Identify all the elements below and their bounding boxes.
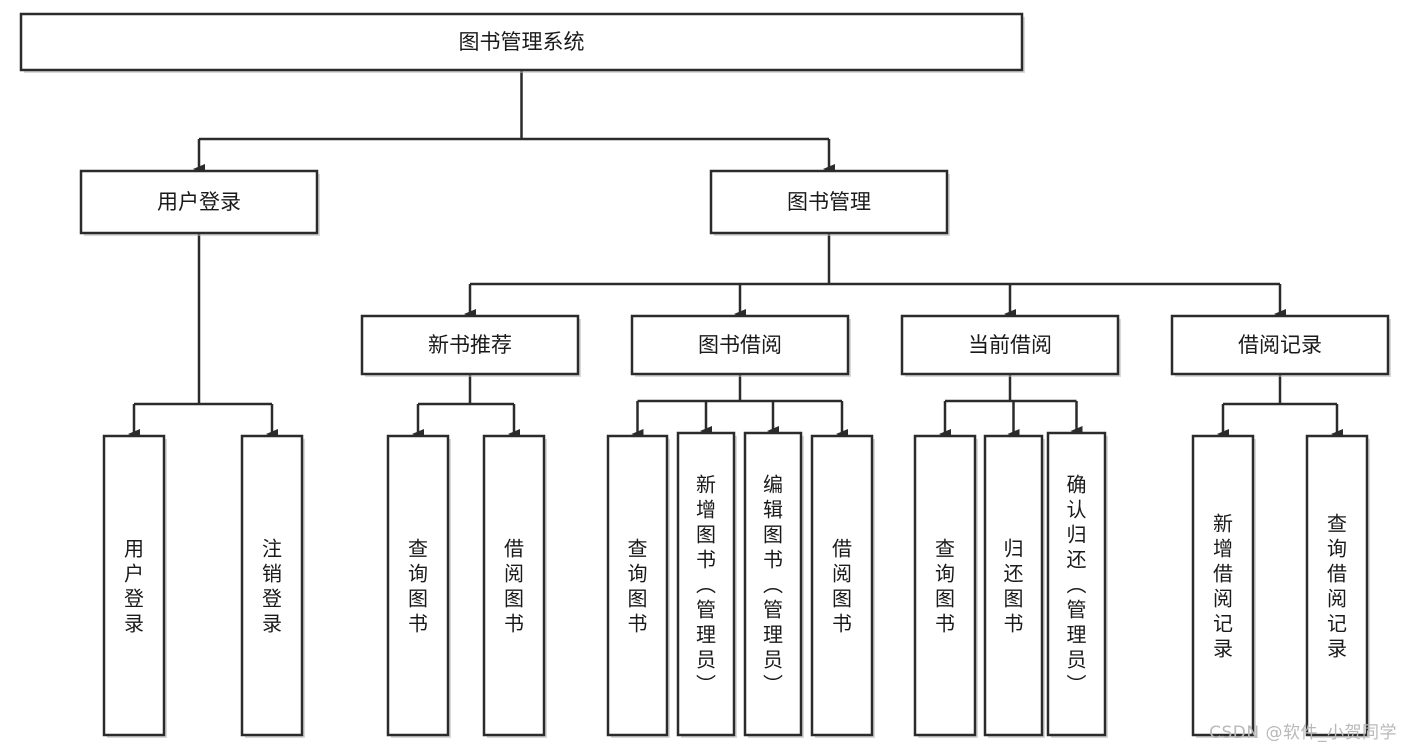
node-user-login[interactable]: 用户登录 xyxy=(79,169,320,236)
node-box[interactable] xyxy=(1191,434,1255,737)
node-book-borrow[interactable]: 图书借阅 xyxy=(630,314,851,377)
node-leaf-edit-book[interactable]: 编辑图书︵管理员︶ xyxy=(743,431,804,738)
node-leaf-add-book[interactable]: 新增图书︵管理员︶ xyxy=(676,431,737,738)
node-label: 用户登录 xyxy=(124,537,144,636)
node-box[interactable] xyxy=(1170,314,1390,376)
node-leaf-borrow-1[interactable]: 借阅图书 xyxy=(482,434,547,738)
watermark-label: CSDN @软件_小贺同学 xyxy=(1209,723,1397,743)
node-label: 确认归还︵管理员︶ xyxy=(1067,473,1087,697)
node-label: 归还图书 xyxy=(1004,537,1024,636)
node-leaf-query-rec[interactable]: 查询借阅记录 xyxy=(1305,434,1370,738)
node-label: 注销登录 xyxy=(262,537,282,636)
node-leaf-query-1[interactable]: 查询图书 xyxy=(386,434,451,738)
node-label: 查询借阅记录 xyxy=(1327,512,1347,661)
node-box[interactable] xyxy=(810,434,874,737)
node-box[interactable] xyxy=(983,434,1044,737)
node-box[interactable] xyxy=(102,434,166,737)
node-label: 当前借阅 xyxy=(968,333,1052,357)
node-current-borrow[interactable]: 当前借阅 xyxy=(900,314,1121,377)
node-box[interactable] xyxy=(1305,434,1369,737)
node-leaf-query-3[interactable]: 查询图书 xyxy=(913,434,978,738)
node-leaf-query-2[interactable]: 查询图书 xyxy=(606,434,670,738)
node-label: 图书借阅 xyxy=(698,333,782,357)
node-label: 查询图书 xyxy=(408,537,428,636)
node-new-book-rec[interactable]: 新书推荐 xyxy=(360,314,581,377)
node-box[interactable] xyxy=(913,434,977,737)
node-label: 查询图书 xyxy=(935,537,955,636)
node-leaf-add-rec[interactable]: 新增借阅记录 xyxy=(1191,434,1256,738)
node-box[interactable] xyxy=(1046,431,1107,737)
node-root[interactable]: 图书管理系统 xyxy=(19,12,1025,73)
node-label: 编辑图书︵管理员︶ xyxy=(763,473,783,697)
connector-lines xyxy=(128,70,1343,439)
node-leaf-confirm[interactable]: 确认归还︵管理员︶ xyxy=(1046,431,1108,738)
node-box[interactable] xyxy=(19,12,1024,72)
node-box[interactable] xyxy=(630,314,850,376)
node-leaf-login[interactable]: 用户登录 xyxy=(102,434,167,738)
node-box[interactable] xyxy=(900,314,1120,376)
node-label: 图书管理系统 xyxy=(459,30,585,54)
node-leaf-return[interactable]: 归还图书 xyxy=(983,434,1045,738)
node-label: 用户登录 xyxy=(157,190,241,214)
node-box[interactable] xyxy=(743,431,803,737)
node-box[interactable] xyxy=(676,431,736,737)
node-boxes: 图书管理系统用户登录图书管理新书推荐图书借阅当前借阅借阅记录用户登录注销登录查询… xyxy=(19,12,1391,738)
node-box[interactable] xyxy=(482,434,546,737)
node-label: 查询图书 xyxy=(628,537,648,636)
node-box[interactable] xyxy=(606,434,669,737)
node-leaf-logout[interactable]: 注销登录 xyxy=(240,434,305,738)
node-box[interactable] xyxy=(240,434,304,737)
node-label: 图书管理 xyxy=(787,190,871,214)
node-box[interactable] xyxy=(360,314,580,376)
node-label: 新增借阅记录 xyxy=(1213,512,1233,661)
node-book-manage[interactable]: 图书管理 xyxy=(709,169,950,236)
node-box[interactable] xyxy=(79,169,319,235)
node-borrow-record[interactable]: 借阅记录 xyxy=(1170,314,1391,377)
node-label: 新增图书︵管理员︶ xyxy=(696,473,716,697)
node-label: 借阅记录 xyxy=(1238,333,1322,357)
node-label: 新书推荐 xyxy=(428,333,512,357)
node-box[interactable] xyxy=(709,169,949,235)
node-leaf-borrow-2[interactable]: 借阅图书 xyxy=(810,434,875,738)
node-box[interactable] xyxy=(386,434,450,737)
node-label: 借阅图书 xyxy=(504,537,524,636)
node-label: 借阅图书 xyxy=(832,537,852,636)
